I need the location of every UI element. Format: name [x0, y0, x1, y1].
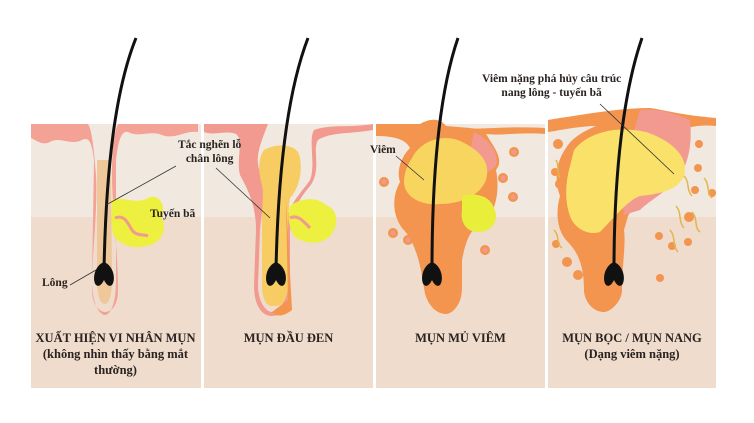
label-sebaceous-gland: Tuyến bã [150, 208, 196, 220]
label-clogged-pore-line1: Tắc nghẽn lỗ [178, 139, 242, 151]
sebaceous-gland [288, 199, 337, 243]
caption-cyst-subtitle: (Dạng viêm nặng) [584, 347, 680, 361]
caption-microcomedone-title: XUẤT HIỆN VI NHÂN MỤN [35, 331, 196, 345]
sebaceous-gland [111, 196, 165, 248]
label-clogged-pore: Tắc nghẽn lỗ chân lông [178, 138, 241, 166]
caption-pustule-title: MỤN MỦ VIÊM [415, 331, 506, 345]
hair-shaft [612, 37, 644, 271]
hair-shaft [274, 37, 310, 271]
hair-bulb [422, 262, 442, 286]
label-severe-inflammation-line2: nang lông - tuyến bã [501, 87, 602, 99]
label-hair: Lông [42, 277, 68, 289]
sebaceous-gland [461, 194, 497, 232]
pus-pocket [404, 138, 488, 205]
hair-bulb [604, 262, 624, 286]
caption-blackhead-title: MỤN ĐẦU ĐEN [243, 331, 334, 345]
hair-bulb [266, 262, 286, 286]
label-inflammation: Viêm [370, 144, 396, 156]
caption-cyst-title: MỤN BỌC / MỤN NANG [562, 331, 702, 345]
panel-4-illustration [548, 37, 716, 312]
panel-2-illustration [204, 37, 373, 316]
caption-microcomedone: XUẤT HIỆN VI NHÂN MỤN (không nhìn thấy b… [28, 330, 203, 378]
caption-blackhead: MỤN ĐẦU ĐEN [204, 330, 373, 346]
label-severe-inflammation: Viêm nặng phá hủy câu trúc nang lông - t… [482, 72, 621, 100]
clogged-pore-sebum [259, 145, 301, 306]
caption-microcomedone-line2: (không nhìn thấy bằng mắt [42, 347, 189, 361]
panel-1-illustration [31, 37, 198, 315]
ruptured-tissue-strands [553, 159, 713, 253]
hair-bulb [94, 262, 114, 286]
label-severe-inflammation-line1: Viêm nặng phá hủy câu trúc [482, 73, 622, 85]
follicle-wall [204, 124, 373, 316]
inflammation-cells [551, 139, 716, 282]
caption-pustule: MỤN MỦ VIÊM [376, 330, 545, 346]
pus-mass [566, 129, 686, 234]
label-clogged-pore-line2: chân lông [185, 153, 234, 165]
caption-microcomedone-line3: thường) [94, 363, 137, 377]
hair-shaft [430, 37, 460, 271]
panel-3-illustration [376, 37, 545, 315]
hair-shaft [102, 37, 138, 271]
caption-cyst: MỤN BỌC / MỤN NANG (Dạng viêm nặng) [548, 330, 716, 362]
